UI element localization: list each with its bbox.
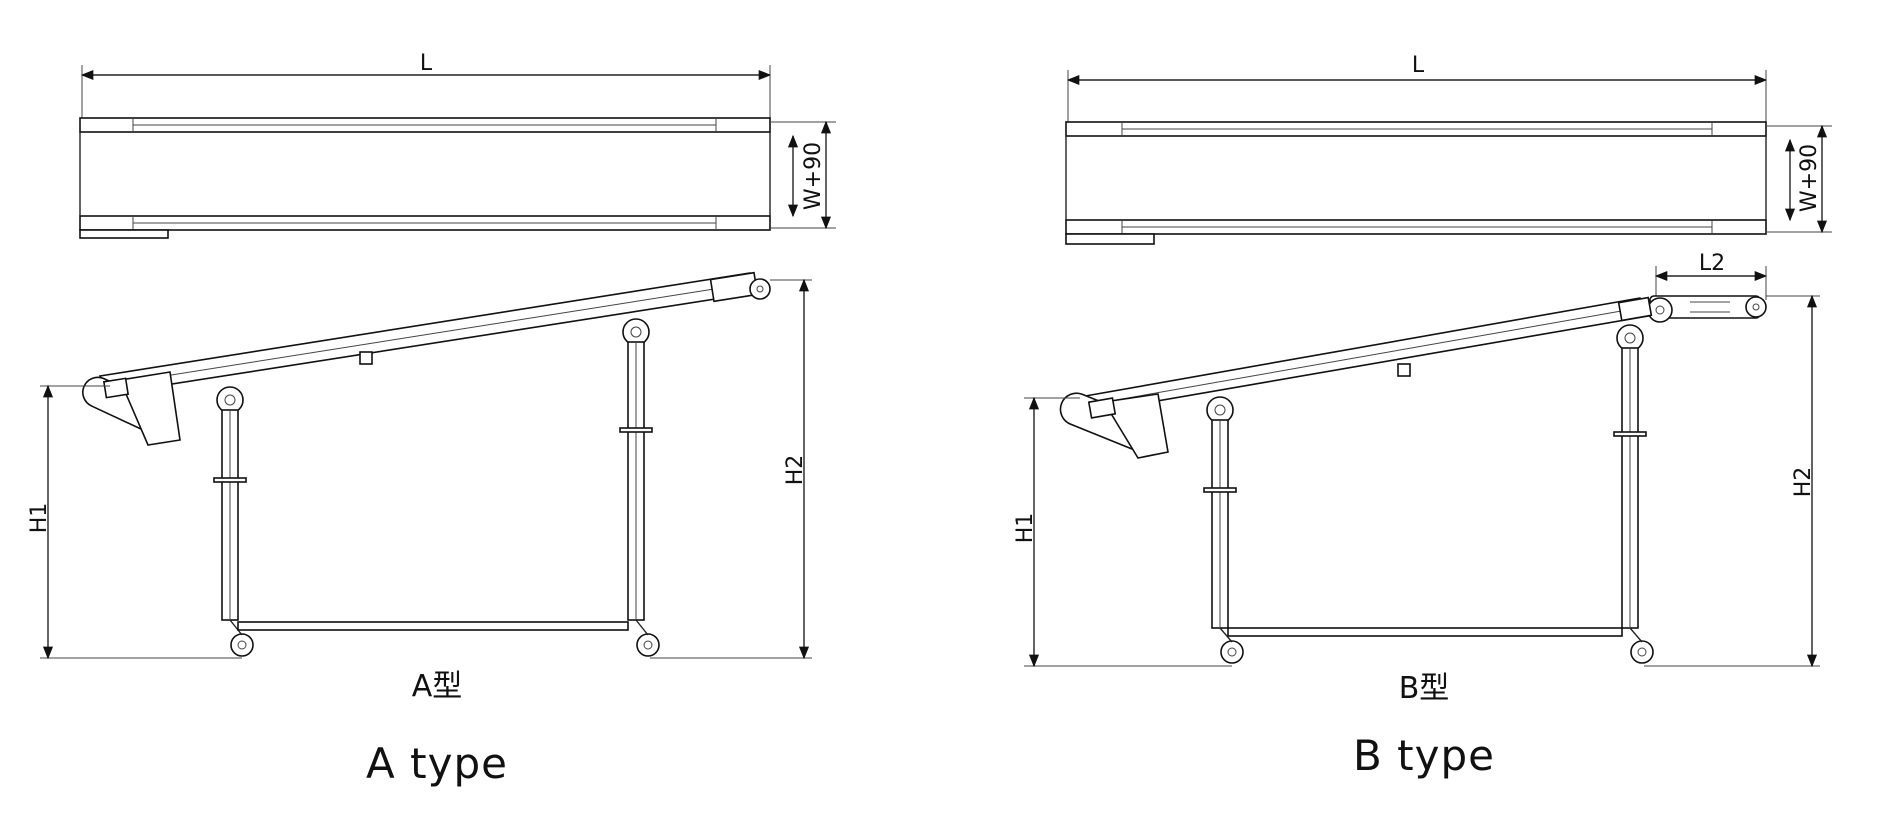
a-caption-cn: A型 [412, 669, 463, 704]
b-right-support-leg [1613, 324, 1654, 664]
b-conveyor-belt [1072, 297, 1650, 415]
b-caption-en: B type [1353, 731, 1495, 780]
b-length-label: L [1412, 53, 1425, 78]
b-h2-label: H2 [1791, 467, 1816, 498]
b-left-support-leg [1203, 396, 1244, 664]
a-length-label: L [420, 51, 433, 76]
a-right-support-leg [619, 318, 660, 657]
a-width-label: W+90 [801, 142, 826, 210]
b-head-extension [1617, 295, 1767, 323]
b-tail-hopper [1059, 392, 1169, 459]
a-base-frame [237, 621, 629, 631]
figure-a: L W+90 [27, 51, 836, 788]
figure-b: L W+90 L2 [1013, 53, 1832, 780]
a-side-view: H1 H2 [27, 271, 812, 660]
b-base-frame [1227, 627, 1623, 637]
b-side-view: L2 [1013, 251, 1820, 668]
a-top-view: L W+90 [79, 51, 836, 239]
b-l2-label: L2 [1699, 251, 1725, 276]
a-caption-en: A type [366, 739, 508, 788]
b-top-view: L W+90 [1065, 53, 1832, 245]
b-width-label: W+90 [1797, 144, 1822, 212]
b-h1-label: H1 [1013, 513, 1038, 544]
a-h1-label: H1 [27, 503, 52, 534]
a-tail-hopper [82, 371, 181, 446]
b-caption-cn: B型 [1399, 671, 1450, 706]
a-left-support-leg [213, 386, 254, 657]
a-h2-label: H2 [783, 455, 808, 486]
